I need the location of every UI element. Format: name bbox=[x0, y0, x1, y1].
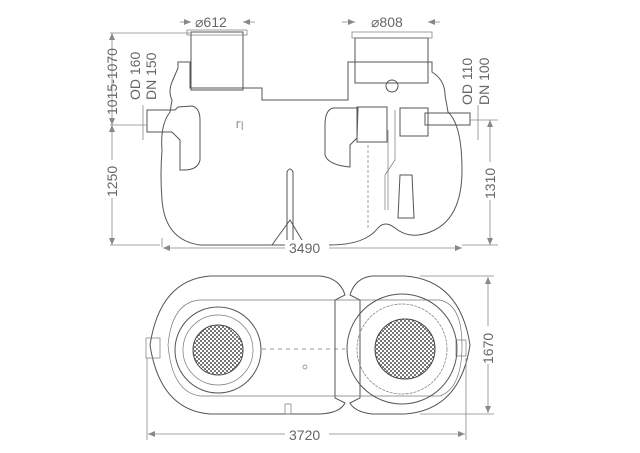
left-manhole-grating bbox=[192, 324, 244, 376]
central-support bbox=[271, 168, 306, 246]
dimension-inlet-depth: 1015-1070 bbox=[104, 48, 120, 115]
dimension-length-side: 3490 bbox=[289, 240, 320, 256]
dimension-inlet-od: OD 160 bbox=[127, 52, 143, 100]
left-shaft bbox=[190, 31, 244, 91]
dimension-length-top: 3720 bbox=[289, 427, 320, 443]
pump-riser-pipe bbox=[384, 110, 396, 210]
tank-body-outline bbox=[160, 61, 463, 246]
left-manhole-cover bbox=[186, 29, 248, 36]
outlet-valve bbox=[399, 107, 429, 137]
dimension-outlet-dn: DN 100 bbox=[476, 57, 492, 105]
dimension-inlet-height: 1250 bbox=[104, 166, 120, 197]
top-view bbox=[145, 275, 471, 415]
inlet-stub bbox=[145, 337, 161, 359]
vent-pipe-opening bbox=[385, 79, 399, 93]
inlet-baffle bbox=[146, 105, 201, 171]
bottom-stub bbox=[284, 403, 292, 415]
right-manhole-ring bbox=[346, 293, 458, 405]
outlet-pipe bbox=[424, 112, 471, 126]
left-manhole-frame bbox=[182, 314, 254, 386]
dimension-outlet-od: OD 110 bbox=[459, 58, 475, 105]
dimension-arrowheads bbox=[109, 19, 493, 437]
small-opening bbox=[302, 364, 308, 370]
right-manhole-frame bbox=[356, 303, 448, 395]
outlet-baffle bbox=[324, 107, 359, 168]
right-manhole-cover bbox=[351, 31, 433, 39]
outlet-filter-unit bbox=[356, 106, 388, 143]
right-manhole-grating bbox=[374, 318, 436, 380]
left-tank-outline bbox=[149, 275, 346, 415]
side-view: Γ| bbox=[146, 29, 471, 246]
left-manhole-ring bbox=[174, 306, 262, 394]
dimension-width: 1670 bbox=[480, 333, 496, 364]
dimension-outlet-height: 1310 bbox=[482, 168, 498, 199]
top-view-dimensions: 1670 3720 bbox=[146, 275, 500, 443]
right-tank-outline bbox=[349, 275, 471, 415]
dimension-right-opening: ⌀808 bbox=[371, 14, 403, 30]
right-shaft bbox=[354, 37, 429, 84]
outlet-stub bbox=[455, 339, 467, 357]
side-view-dimensions: ⌀612 ⌀808 1015-1070 OD 160 DN 150 1250 O… bbox=[100, 14, 502, 256]
dimension-inlet-dn: DN 150 bbox=[143, 52, 159, 100]
dimension-left-opening: ⌀612 bbox=[195, 14, 227, 30]
small-marker: Γ| bbox=[236, 120, 243, 130]
inner-ridge-outline bbox=[167, 299, 463, 397]
submersible-pump bbox=[397, 174, 415, 219]
